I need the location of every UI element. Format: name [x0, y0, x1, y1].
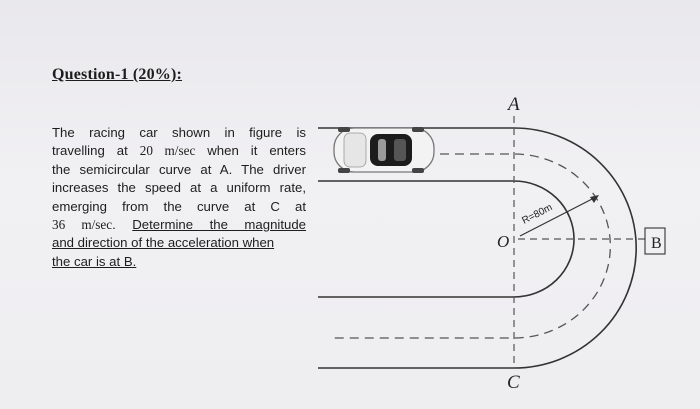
radius-arrowhead	[590, 195, 599, 203]
outer-track-edge	[318, 127, 637, 369]
problem-statement: The racing car shown in figure is travel…	[52, 124, 306, 271]
label-a: A	[506, 94, 520, 115]
problem-line-8: the car is at B.	[52, 253, 137, 269]
label-b-box	[644, 227, 666, 255]
problem-text: .	[112, 217, 133, 233]
racing-car-icon	[333, 127, 435, 173]
problem-text: when it enters	[195, 143, 306, 159]
initial-speed: 20 m/sec	[139, 143, 196, 159]
problem-line-2: travelling at 20 m/sec when it enters	[52, 142, 306, 160]
problem-line-1: The racing car shown in figure is	[52, 125, 306, 140]
problem-line-6: 36 m/sec. Determine the magnitude	[52, 216, 306, 234]
radius-arrow-line	[519, 196, 597, 237]
question-heading: Question-1 (20%):	[52, 66, 183, 83]
problem-line-5: emerging from the curve at C at	[52, 198, 306, 214]
problem-line-4: increases the speed at a uniform rate,	[52, 180, 306, 196]
label-o: O	[497, 232, 509, 251]
problem-line-7: and direction of the acceleration when	[52, 235, 275, 251]
radius-label: R=80m	[520, 202, 554, 227]
problem-text: travelling at	[52, 143, 140, 159]
question-underlined-text: Determine the magnitude	[132, 217, 307, 233]
final-speed: 36 m/sec	[52, 217, 113, 233]
inner-track-edge	[318, 180, 575, 298]
label-c: C	[507, 372, 520, 393]
problem-line-3: the semicircular curve at A. The driver	[52, 161, 306, 177]
dashed-lane-line	[330, 153, 612, 339]
label-b: B	[651, 235, 662, 252]
